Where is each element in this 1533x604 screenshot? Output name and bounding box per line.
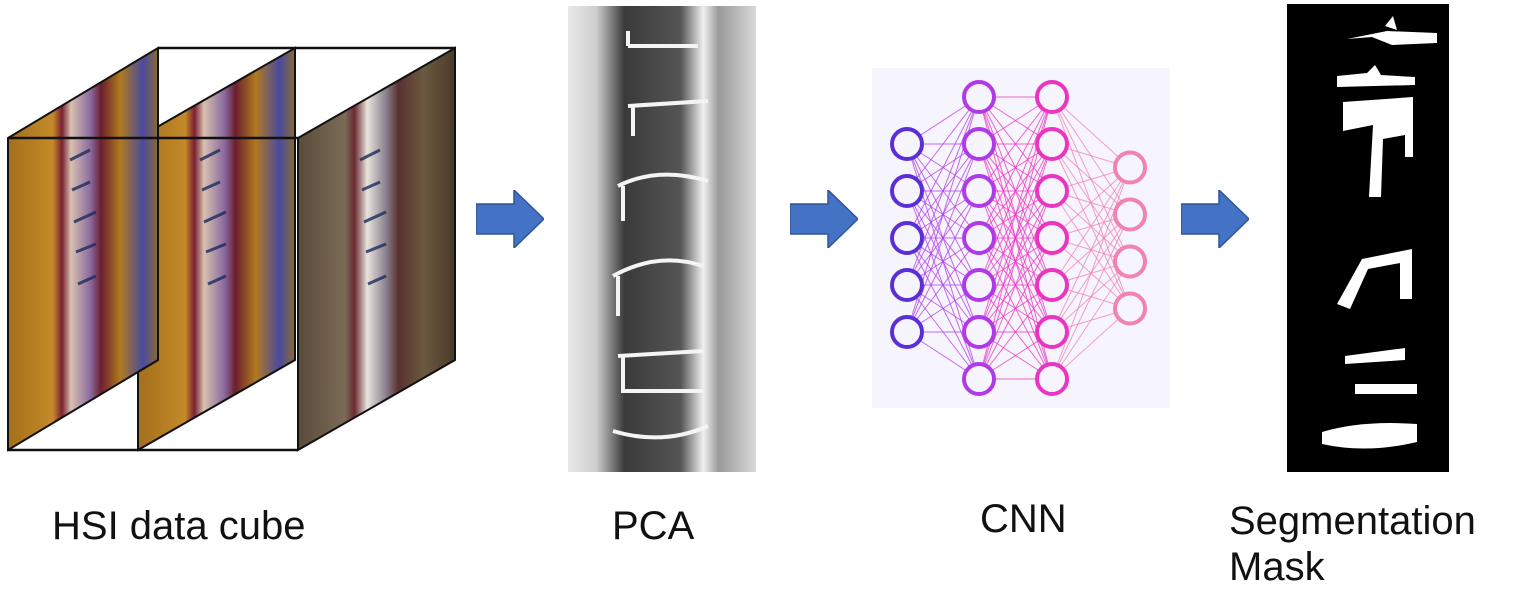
segmentation-mask-image (1287, 4, 1449, 472)
cnn-edge (1051, 261, 1131, 380)
cnn-node (1113, 150, 1147, 185)
cnn-node (1035, 315, 1069, 349)
cnn-node (1113, 291, 1147, 326)
cnn-node (890, 174, 924, 208)
arrow-right-icon (1181, 190, 1249, 248)
cnn-edge (1051, 308, 1131, 380)
cnn-edge (978, 96, 1053, 192)
cnn-network (872, 68, 1170, 408)
cnn-edge (978, 284, 1053, 380)
segmentation-mask-label: Segmentation Mask (1229, 499, 1476, 589)
cnn-node (962, 315, 996, 349)
cnn-node (1113, 244, 1147, 279)
cnn-node (890, 268, 924, 302)
cnn-node (962, 127, 996, 161)
cnn-edge (1051, 96, 1131, 168)
cnn-edge (906, 143, 980, 333)
cnn-node (1035, 268, 1069, 302)
cnn-edge (1051, 167, 1131, 333)
cnn-node (890, 127, 924, 161)
cnn-node (962, 80, 996, 114)
cnn-edge (906, 96, 980, 239)
cnn-edge (978, 237, 1053, 380)
cnn-node (1035, 362, 1069, 396)
cnn-edge (1051, 167, 1131, 286)
cnn-node (890, 221, 924, 255)
cnn-edge (906, 96, 980, 192)
cnn-edge (978, 190, 1053, 380)
cnn-edge (1051, 167, 1131, 380)
cnn-node (890, 315, 924, 349)
cnn-node (962, 268, 996, 302)
hsi-data-cube (7, 46, 456, 452)
cnn-node (1113, 197, 1147, 232)
cnn-edge (906, 96, 980, 286)
cnn-node (1035, 221, 1069, 255)
cnn-node (1035, 174, 1069, 208)
pca-image (568, 6, 756, 472)
cnn-node (1035, 80, 1069, 114)
cnn-node (1035, 127, 1069, 161)
arrow-right-icon (476, 190, 544, 248)
cnn-edge (906, 190, 980, 333)
cnn-edge (1051, 214, 1131, 380)
pca-label: PCA (612, 504, 695, 548)
hsi-data-cube-label: HSI data cube (52, 504, 306, 548)
cnn-edge (978, 96, 1053, 286)
cnn-edge (978, 96, 1053, 239)
cnn-node (962, 221, 996, 255)
cnn-edge (1051, 167, 1131, 239)
cnn-node (962, 362, 996, 396)
cnn-edge (906, 237, 980, 333)
cnn-node (962, 174, 996, 208)
arrow-right-icon (790, 190, 858, 248)
cnn-label: CNN (980, 497, 1067, 541)
